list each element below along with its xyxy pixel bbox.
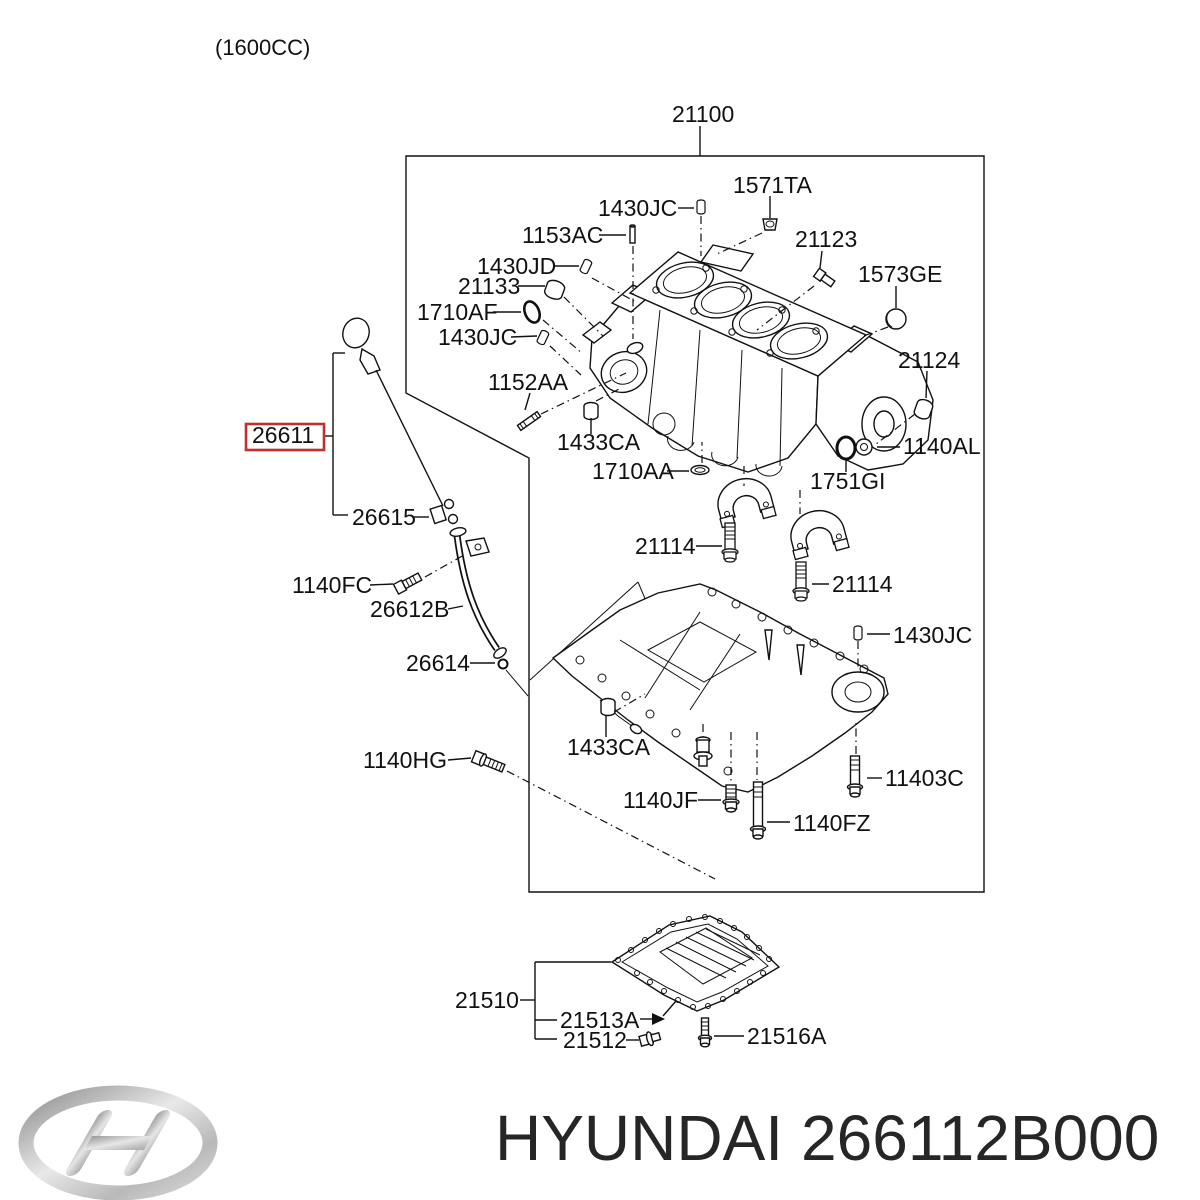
part-label-1571TA: 1571TA bbox=[733, 172, 813, 198]
part-label-1710AF: 1710AF bbox=[417, 299, 498, 325]
part-label-26615: 26615 bbox=[352, 504, 416, 530]
highlight-box-26611 bbox=[244, 422, 326, 452]
part-label-21512: 21512 bbox=[563, 1027, 627, 1053]
part-label-21133: 21133 bbox=[458, 273, 520, 299]
part-label-11403C: 11403C bbox=[885, 765, 964, 791]
part-label-1430JC-top: 1430JC bbox=[598, 195, 677, 221]
brand-text: HYUNDAI bbox=[495, 1102, 783, 1174]
part-label-1140FC: 1140FC bbox=[292, 572, 372, 598]
part-label-1140JF: 1140JF bbox=[623, 787, 698, 813]
bearing-caps-and-bolts bbox=[710, 466, 850, 602]
part-label-21516A: 21516A bbox=[747, 1023, 827, 1049]
part-label-1153AC: 1153AC bbox=[522, 222, 603, 248]
alignment-lines bbox=[424, 216, 916, 880]
oil-pan-drawing bbox=[610, 914, 781, 1012]
engine-block-drawing bbox=[581, 244, 934, 477]
part-label-1152AA: 1152AA bbox=[488, 369, 569, 395]
part-labels: 21100 1571TA 1430JC 1153AC 21123 1430JD … bbox=[252, 101, 981, 1053]
small-parts bbox=[392, 199, 934, 1048]
detail-box-outline bbox=[405, 155, 985, 893]
part-label-1140FZ: 1140FZ bbox=[793, 810, 871, 836]
part-label-21123: 21123 bbox=[795, 226, 857, 252]
part-label-21510: 21510 bbox=[455, 987, 519, 1013]
dipstick-assembly-drawing bbox=[342, 317, 509, 670]
part-label-21513A: 21513A bbox=[560, 1007, 640, 1033]
hyundai-logo-icon bbox=[18, 1085, 218, 1200]
part-label-26611-highlighted: 26611 bbox=[252, 422, 314, 448]
leader-lines bbox=[325, 126, 928, 1041]
part-label-26612B: 26612B bbox=[370, 596, 449, 622]
part-label-1430JC-lower: 1430JC bbox=[893, 622, 972, 648]
part-label-1573GE: 1573GE bbox=[858, 261, 942, 287]
part-label-21124: 21124 bbox=[898, 347, 960, 373]
engine-variant-label: (1600CC) bbox=[215, 35, 310, 60]
part-label-21114-first: 21114 bbox=[635, 533, 696, 559]
part-label-1430JC-left: 1430JC bbox=[438, 324, 517, 350]
part-label-1140AL: 1140AL bbox=[903, 433, 981, 459]
part-label-21114-second: 21114 bbox=[832, 571, 893, 597]
part-label-1751GI: 1751GI bbox=[810, 468, 885, 494]
part-number-text: 266112B000 bbox=[801, 1102, 1159, 1174]
part-label-1433CA-lower: 1433CA bbox=[567, 734, 651, 760]
part-label-1433CA-upper: 1433CA bbox=[557, 429, 641, 455]
ladder-frame-drawing bbox=[551, 583, 889, 793]
part-label-21100: 21100 bbox=[672, 101, 734, 127]
part-label-1140HG: 1140HG bbox=[363, 747, 447, 773]
part-label-26614: 26614 bbox=[406, 650, 470, 676]
part-label-1430JD: 1430JD bbox=[477, 253, 556, 279]
part-label-1710AA: 1710AA bbox=[592, 458, 675, 484]
